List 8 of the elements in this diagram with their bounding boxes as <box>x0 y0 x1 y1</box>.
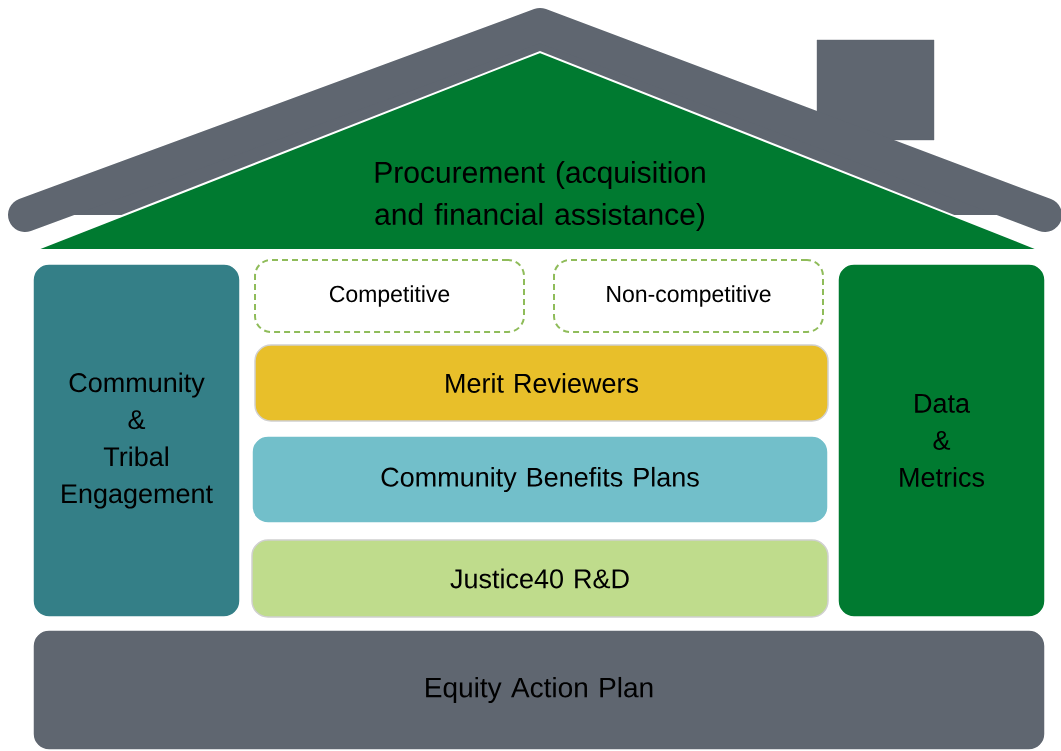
foundation-box: Equity Action Plan <box>32 629 1046 751</box>
band-box: Merit Reviewers <box>254 344 829 422</box>
band-box: Justice40 R&D <box>251 539 829 618</box>
band-box: Community Benefits Plans <box>251 435 829 524</box>
option-box: Competitive <box>254 259 525 333</box>
pillar-box: Community & Tribal Engagement <box>32 263 241 618</box>
pillar-box: Data & Metrics <box>837 263 1046 618</box>
option-box: Non-competitive <box>553 259 824 333</box>
